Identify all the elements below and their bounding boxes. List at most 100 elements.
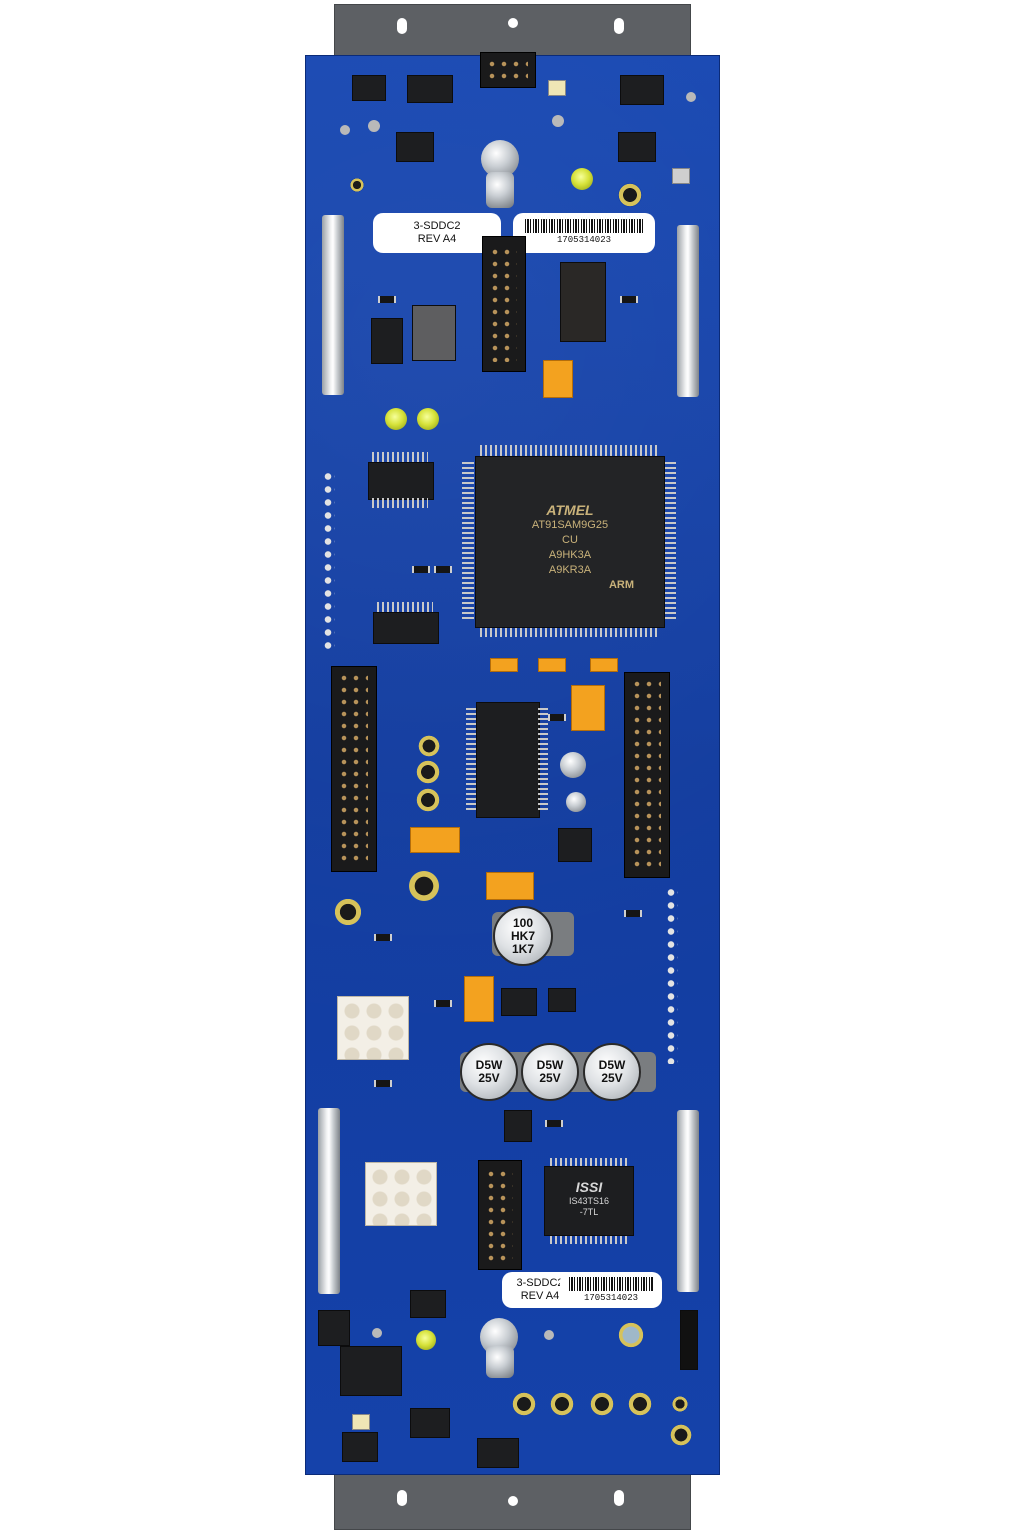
cpu-chip: ATMEL AT91SAM9G25 CU A9HK3A A9KR3A ARM bbox=[475, 456, 665, 628]
resistor bbox=[548, 714, 566, 721]
transistor bbox=[410, 1290, 446, 1318]
resistor bbox=[374, 934, 392, 941]
resistor bbox=[434, 566, 452, 573]
label-line2: REV A4 bbox=[520, 1290, 560, 1302]
memory-line1: IS43TS16 bbox=[568, 1196, 610, 1206]
test-pad bbox=[550, 1392, 574, 1416]
header-pins bbox=[338, 672, 368, 864]
soic-chip bbox=[368, 462, 434, 500]
power-regulator bbox=[340, 1346, 402, 1396]
ic-small bbox=[501, 988, 537, 1016]
bracket-hole bbox=[614, 1490, 624, 1506]
transistor bbox=[504, 1110, 532, 1142]
label-line1: 3-SDDC2 bbox=[516, 1277, 564, 1289]
cpu-model: AT91SAM9G25 bbox=[531, 519, 609, 531]
chip-pins bbox=[372, 498, 428, 508]
standoff-right-bottom bbox=[677, 1110, 699, 1292]
chip-pins bbox=[466, 708, 476, 812]
chip-pins bbox=[550, 1158, 628, 1168]
transistor bbox=[477, 1438, 519, 1468]
tsop-chip bbox=[476, 702, 540, 818]
tantalum-capacitor bbox=[486, 872, 534, 900]
memory-brand: ISSI bbox=[575, 1179, 603, 1195]
tantalum-capacitor bbox=[571, 685, 605, 731]
smd-component bbox=[352, 1414, 370, 1430]
cpu-suffix: CU bbox=[562, 534, 578, 546]
crystal bbox=[566, 792, 586, 812]
header-pins bbox=[631, 678, 661, 870]
smd-component bbox=[672, 168, 690, 184]
standoff-top bbox=[486, 172, 514, 208]
cpu-lot2: A9KR3A bbox=[548, 564, 592, 576]
standoff-bottom bbox=[486, 1346, 514, 1378]
test-pad bbox=[670, 1424, 692, 1446]
transistor bbox=[352, 75, 386, 101]
via bbox=[552, 115, 564, 127]
via bbox=[686, 92, 696, 102]
memory-line2: -7TL bbox=[579, 1207, 599, 1217]
ic-small bbox=[318, 1310, 350, 1346]
standoff-left-bottom bbox=[318, 1108, 340, 1294]
test-pad bbox=[416, 788, 440, 812]
test-pad bbox=[672, 1396, 688, 1412]
power-connector[interactable] bbox=[337, 996, 409, 1060]
edge-contact-pads bbox=[666, 886, 678, 1064]
barcode-label-top: 1705314023 bbox=[513, 213, 655, 253]
header-pins bbox=[489, 246, 517, 362]
cap-line2: 25V bbox=[601, 1071, 623, 1085]
transistor bbox=[410, 1408, 450, 1438]
test-pad bbox=[618, 183, 642, 207]
resistor bbox=[620, 296, 638, 303]
cpu-pins-bottom bbox=[480, 625, 658, 637]
relay bbox=[560, 262, 606, 342]
via bbox=[368, 120, 380, 132]
transistor bbox=[396, 132, 434, 162]
test-pad bbox=[334, 898, 362, 926]
cap-line3: 1K7 bbox=[511, 941, 534, 956]
status-led bbox=[385, 408, 407, 430]
power-connector[interactable] bbox=[365, 1162, 437, 1226]
soic-chip bbox=[558, 828, 592, 862]
ic-small bbox=[371, 318, 403, 364]
smd-capacitor bbox=[538, 658, 566, 672]
test-pad bbox=[512, 1392, 536, 1416]
cpu-logo: ATMEL bbox=[546, 502, 594, 518]
standoff-left-top bbox=[322, 215, 344, 395]
inductor bbox=[412, 305, 456, 361]
electrolytic-capacitor: D5W 25V bbox=[521, 1043, 579, 1101]
tantalum-capacitor bbox=[464, 976, 494, 1022]
smd-capacitor bbox=[590, 658, 618, 672]
via bbox=[372, 1328, 382, 1338]
standoff-right-top bbox=[677, 225, 699, 397]
edge-contact-pads bbox=[323, 470, 335, 655]
bracket-hole bbox=[397, 18, 407, 34]
label-line2: REV A4 bbox=[417, 233, 457, 245]
resistor bbox=[378, 296, 396, 303]
transistor bbox=[618, 132, 656, 162]
cap-line2: 25V bbox=[478, 1071, 500, 1085]
test-pad bbox=[628, 1392, 652, 1416]
resistor bbox=[624, 910, 642, 917]
status-led bbox=[571, 168, 593, 190]
header-pins bbox=[485, 1168, 513, 1262]
cap-line2: 25V bbox=[539, 1071, 561, 1085]
cap-line2: HK7 bbox=[510, 928, 535, 943]
bracket-hole bbox=[508, 18, 518, 28]
transistor bbox=[407, 75, 453, 103]
cap-line1: 100 bbox=[512, 915, 534, 930]
smd-capacitor bbox=[490, 658, 518, 672]
cap-line1: D5W bbox=[475, 1058, 503, 1072]
ic-small bbox=[680, 1310, 698, 1370]
crystal bbox=[560, 752, 586, 778]
via bbox=[340, 125, 350, 135]
ic-small bbox=[548, 988, 576, 1012]
cpu-pins-top bbox=[480, 445, 658, 457]
bracket-hole bbox=[614, 18, 624, 34]
tantalum-capacitor bbox=[410, 827, 460, 853]
test-pad bbox=[618, 1322, 644, 1348]
cpu-arch: ARM bbox=[608, 579, 634, 591]
test-pad bbox=[418, 735, 440, 757]
test-pad bbox=[416, 760, 440, 784]
transistor bbox=[620, 75, 664, 105]
chip-pins bbox=[377, 602, 433, 612]
